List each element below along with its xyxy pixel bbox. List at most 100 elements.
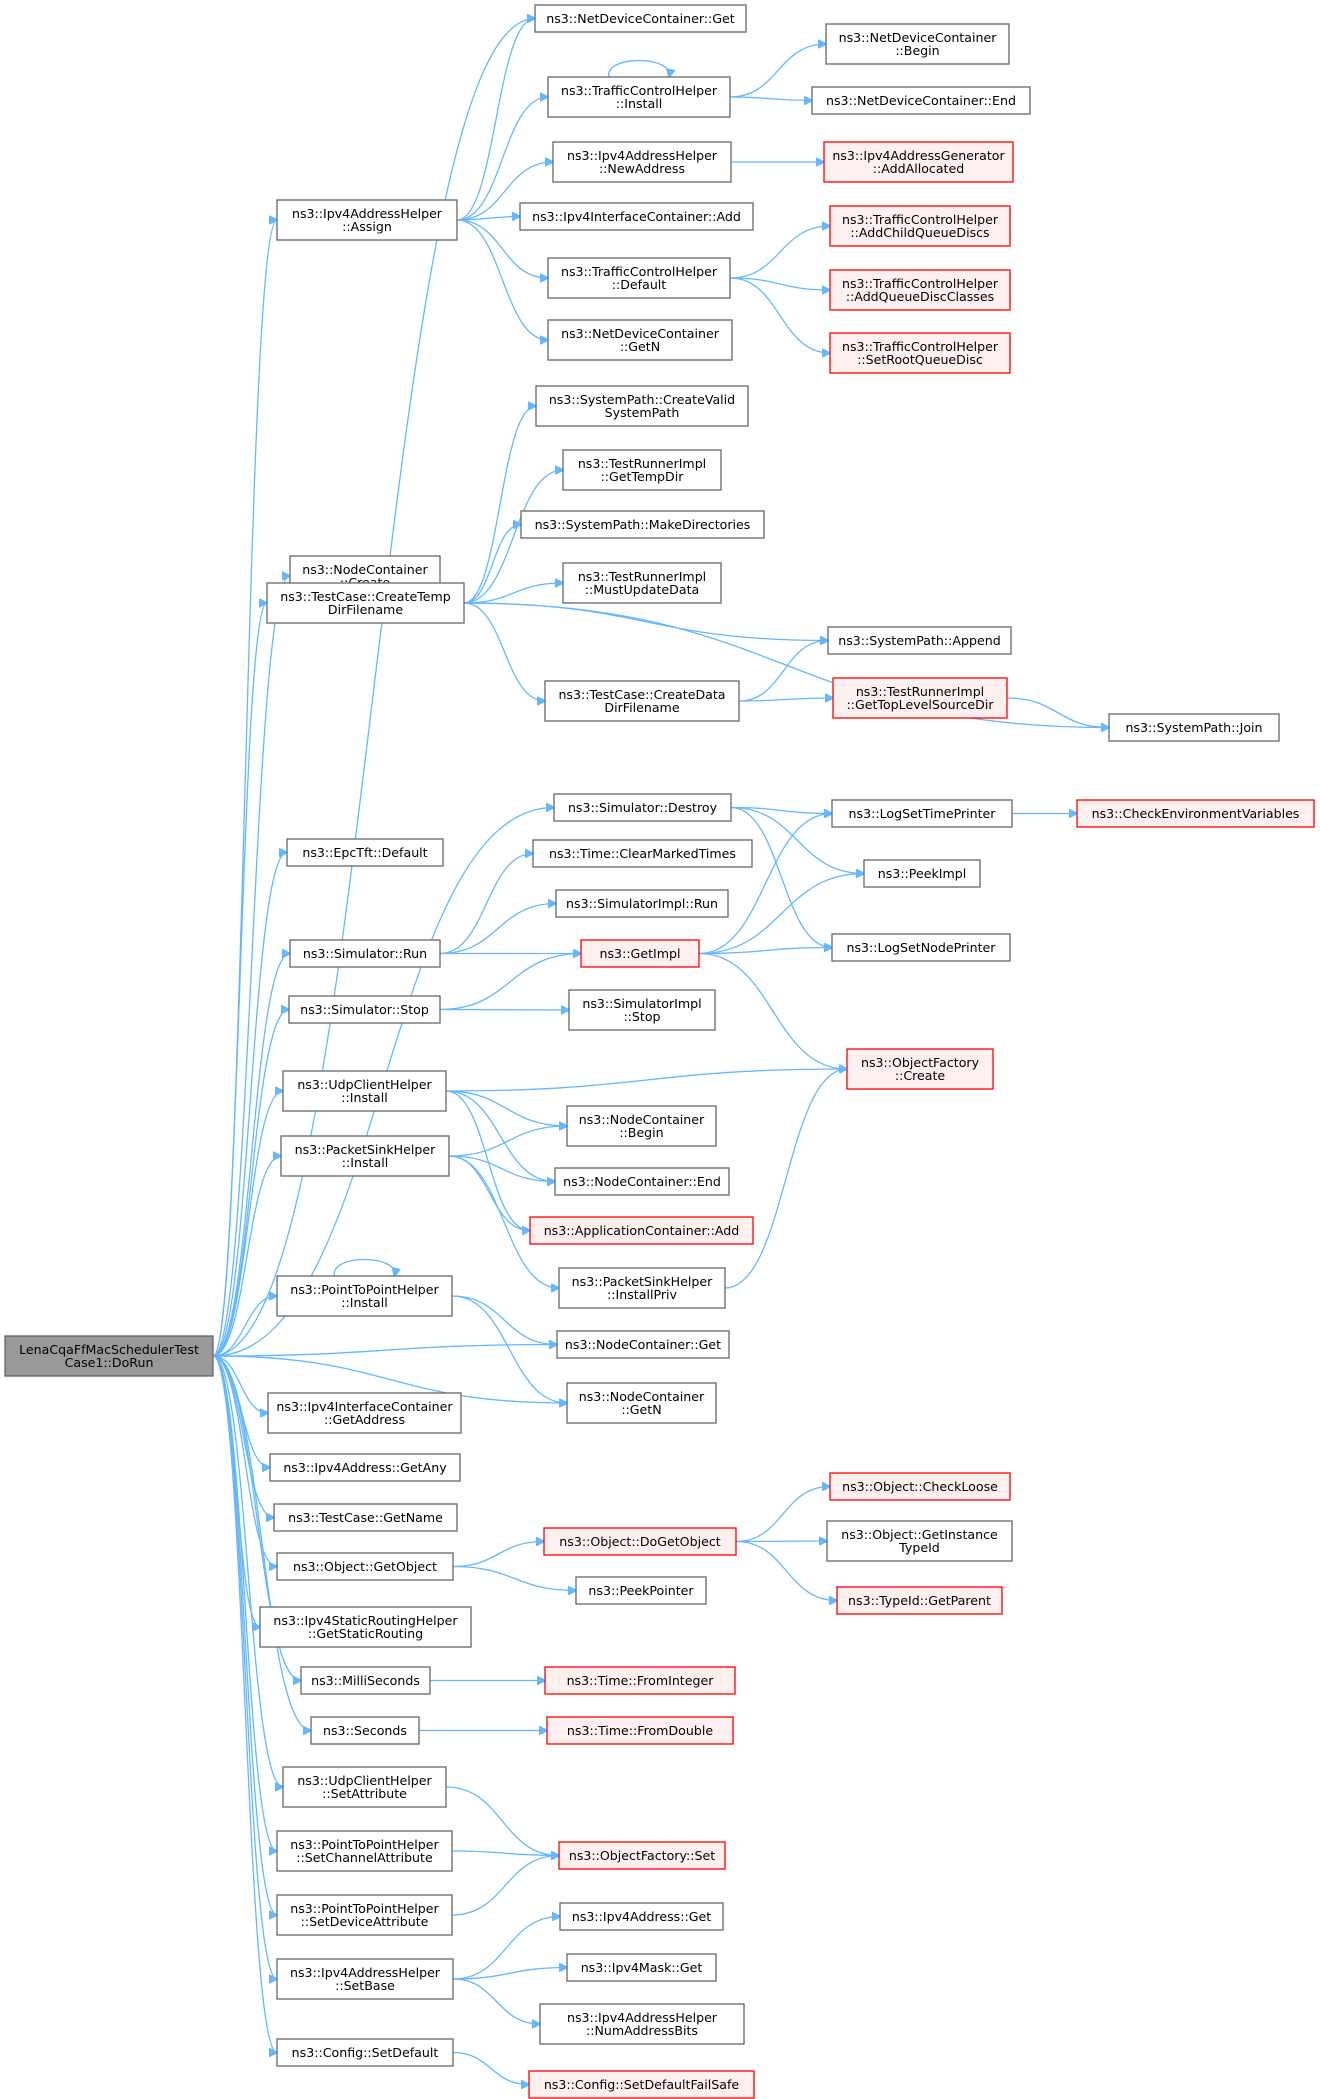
node-label: ns3::TrafficControlHelper: [561, 264, 718, 279]
call-edge: [439, 954, 581, 1011]
node-label: ns3::PeekImpl: [878, 866, 966, 881]
node-sim-stop[interactable]: ns3::Simulator::Stop: [288, 995, 441, 1024]
call-edge: [448, 1155, 559, 1288]
node-obj-getobject[interactable]: ns3::Object::GetObject: [276, 1552, 454, 1581]
node-epctft-default[interactable]: ns3::EpcTft::Default: [286, 838, 444, 867]
node-peekimpl[interactable]: ns3::PeekImpl: [863, 859, 981, 888]
node-box: [566, 1105, 717, 1147]
node-time-fromdouble[interactable]: ns3::Time::FromDouble: [546, 1716, 734, 1745]
node-box: [575, 1576, 707, 1605]
node-p2p-setchannel[interactable]: ns3::PointToPointHelper::SetChannelAttri…: [276, 1830, 453, 1872]
node-box: [832, 677, 1008, 719]
node-sp-join[interactable]: ns3::SystemPath::Join: [1108, 713, 1280, 742]
node-sim-run[interactable]: ns3::Simulator::Run: [289, 939, 441, 968]
node-nc-getn[interactable]: ns3::NodeContainer::GetN: [566, 1382, 717, 1424]
node-tch-addchild[interactable]: ns3::TrafficControlHelper::AddChildQueue…: [829, 205, 1011, 247]
node-label: ::AddChildQueueDiscs: [850, 225, 989, 240]
node-box: [259, 1606, 472, 1648]
node-ipv4ic-add[interactable]: ns3::Ipv4InterfaceContainer::Add: [519, 202, 754, 231]
node-label: TypeId: [898, 1540, 940, 1555]
node-tch-setroot[interactable]: ns3::TrafficControlHelper::SetRootQueueD…: [829, 332, 1011, 374]
node-ipv4m-get[interactable]: ns3::Ipv4Mask::Get: [566, 1953, 717, 1982]
node-udpch-install[interactable]: ns3::UdpClientHelper::Install: [282, 1070, 447, 1112]
call-edge: [439, 904, 556, 955]
node-sp-append[interactable]: ns3::SystemPath::Append: [827, 626, 1012, 655]
node-box: [825, 23, 1010, 65]
node-config-setdefaultfailsafe[interactable]: ns3::Config::SetDefaultFailSafe: [528, 2070, 755, 2099]
node-tch-addqdc[interactable]: ns3::TrafficControlHelper::AddQueueDiscC…: [829, 269, 1011, 311]
node-ipv4ah-numbits[interactable]: ns3::Ipv4AddressHelper::NumAddressBits: [539, 2003, 745, 2045]
node-obj-dogetobject[interactable]: ns3::Object::DoGetObject: [543, 1527, 737, 1556]
node-of-set[interactable]: ns3::ObjectFactory::Set: [558, 1841, 726, 1870]
node-label: ns3::Time::FromInteger: [567, 1673, 715, 1688]
node-nc-get[interactable]: ns3::NodeContainer::Get: [556, 1330, 730, 1359]
node-obj-checkloose[interactable]: ns3::Object::CheckLoose: [829, 1472, 1011, 1501]
node-nc-end[interactable]: ns3::NodeContainer::End: [554, 1167, 730, 1196]
node-of-create[interactable]: ns3::ObjectFactory::Create: [846, 1048, 994, 1090]
node-sp-makedirs[interactable]: ns3::SystemPath::MakeDirectories: [520, 510, 765, 539]
node-ipv4ic-getaddr[interactable]: ns3::Ipv4InterfaceContainer::GetAddress: [267, 1392, 462, 1434]
node-p2p-setdevice[interactable]: ns3::PointToPointHelper::SetDeviceAttrib…: [276, 1894, 453, 1936]
node-ipv4srh-getstatic[interactable]: ns3::Ipv4StaticRoutingHelper::GetStaticR…: [259, 1606, 472, 1648]
node-udpch-setattr[interactable]: ns3::UdpClientHelper::SetAttribute: [282, 1766, 447, 1808]
call-edge: [212, 1296, 277, 1357]
node-box: [286, 838, 444, 867]
node-ipv4ag-addalloc[interactable]: ns3::Ipv4AddressGenerator::AddAllocated: [823, 141, 1014, 183]
node-p2p-install[interactable]: ns3::PointToPointHelper::Install: [276, 1275, 453, 1317]
node-ndc-end[interactable]: ns3::NetDeviceContainer::End: [811, 86, 1031, 115]
call-edge: [212, 1355, 567, 1403]
node-ndc-begin[interactable]: ns3::NetDeviceContainer::Begin: [825, 23, 1010, 65]
call-edge: [735, 1541, 827, 1542]
node-box: [532, 839, 753, 868]
nodes-layer: LenaCqaFfMacSchedulerTestCase1::DoRunns3…: [4, 4, 1315, 2099]
call-edge: [212, 220, 277, 1357]
node-box: [519, 202, 754, 231]
node-ndc-get[interactable]: ns3::NetDeviceContainer::Get: [534, 4, 747, 33]
node-box: [823, 141, 1014, 183]
node-tch-default[interactable]: ns3::TrafficControlHelper::Default: [547, 257, 731, 299]
node-ipv4a-get[interactable]: ns3::Ipv4Address::Get: [559, 1902, 724, 1931]
node-time-frominteger[interactable]: ns3::Time::FromInteger: [544, 1666, 736, 1695]
node-ipv4a-getany[interactable]: ns3::Ipv4Address::GetAny: [269, 1453, 461, 1482]
node-label: ::NumAddressBits: [586, 2023, 698, 2038]
node-tc-getname[interactable]: ns3::TestCase::GetName: [273, 1503, 458, 1532]
node-label: ns3::Ipv4InterfaceContainer::Add: [532, 209, 741, 224]
node-config-setdefault[interactable]: ns3::Config::SetDefault: [276, 2038, 454, 2067]
node-ipv4ah-assign[interactable]: ns3::Ipv4AddressHelper::Assign: [276, 199, 458, 241]
call-edge: [729, 277, 830, 290]
node-psh-install[interactable]: ns3::PacketSinkHelper::Install: [280, 1135, 450, 1177]
node-logsettime[interactable]: ns3::LogSetTimePrinter: [831, 799, 1013, 828]
call-edge: [451, 1856, 559, 1916]
node-checkenv[interactable]: ns3::CheckEnvironmentVariables: [1076, 799, 1315, 828]
node-millis[interactable]: ns3::MilliSeconds: [300, 1666, 431, 1695]
node-typeid-getparent[interactable]: ns3::TypeId::GetParent: [836, 1586, 1003, 1615]
call-edge: [452, 1917, 560, 1980]
node-appc-add[interactable]: ns3::ApplicationContainer::Add: [529, 1216, 754, 1245]
node-time-clearmarked[interactable]: ns3::Time::ClearMarkedTimes: [532, 839, 753, 868]
node-simimpl-stop[interactable]: ns3::SimulatorImpl::Stop: [568, 989, 716, 1031]
node-peekpointer[interactable]: ns3::PeekPointer: [575, 1576, 707, 1605]
node-nc-begin[interactable]: ns3::NodeContainer::Begin: [566, 1105, 717, 1147]
node-tri-gettoplevel[interactable]: ns3::TestRunnerImpl::GetTopLevelSourceDi…: [832, 677, 1008, 719]
node-psh-installpriv[interactable]: ns3::PacketSinkHelper::InstallPriv: [558, 1267, 726, 1309]
node-label: ns3::SimulatorImpl: [582, 996, 701, 1011]
node-ndc-getn[interactable]: ns3::NetDeviceContainer::GetN: [547, 319, 733, 361]
node-tch-install[interactable]: ns3::TrafficControlHelper::Install: [547, 76, 731, 118]
node-logsetnode[interactable]: ns3::LogSetNodePrinter: [831, 933, 1011, 962]
node-box: [554, 1167, 730, 1196]
node-getimpl[interactable]: ns3::GetImpl: [580, 939, 700, 968]
node-simimpl-run[interactable]: ns3::SimulatorImpl::Run: [555, 889, 729, 918]
node-tri-mustupdate[interactable]: ns3::TestRunnerImpl::MustUpdateData: [562, 562, 722, 604]
node-sim-destroy[interactable]: ns3::Simulator::Destroy: [553, 793, 732, 822]
node-label: ns3::NetDeviceContainer::Get: [546, 11, 735, 26]
node-tri-gettemp[interactable]: ns3::TestRunnerImpl::GetTempDir: [562, 449, 722, 491]
node-ipv4ah-newaddr[interactable]: ns3::Ipv4AddressHelper::NewAddress: [552, 141, 732, 183]
node-seconds[interactable]: ns3::Seconds: [310, 1716, 420, 1745]
node-box: [829, 1472, 1011, 1501]
node-ipv4ah-setbase[interactable]: ns3::Ipv4AddressHelper::SetBase: [276, 1958, 454, 2000]
